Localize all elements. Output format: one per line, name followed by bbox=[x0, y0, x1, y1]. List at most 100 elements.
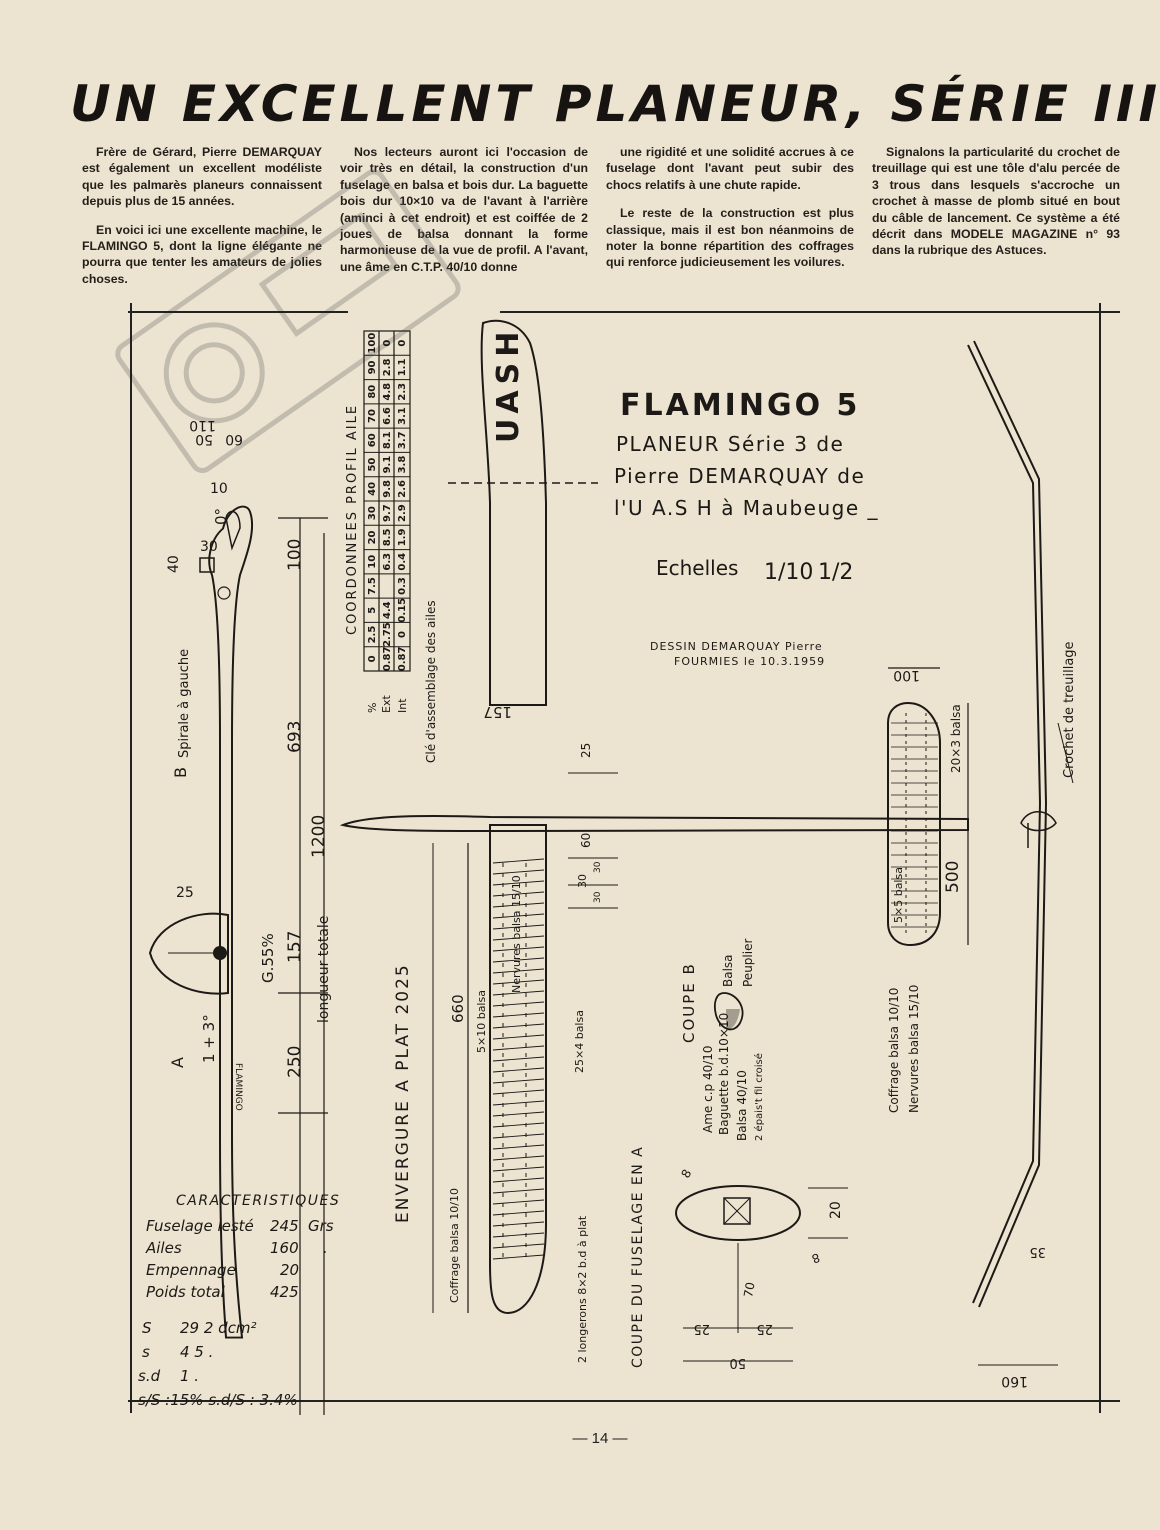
section-b-balsa: Balsa bbox=[721, 954, 735, 987]
dim-30: 30 bbox=[200, 539, 218, 555]
half-span-dim: 660 bbox=[449, 994, 467, 1023]
plan-title: FLAMINGO 5 bbox=[620, 388, 860, 423]
section-a-dim-50: 50 bbox=[729, 1355, 746, 1370]
paragraph: Le reste de la construction est plus cla… bbox=[606, 206, 854, 270]
scale-1: 1/10 bbox=[764, 560, 813, 585]
wing-rib bbox=[492, 1111, 545, 1117]
paragraph: Frère de Gérard, Pierre DEMARQUAY est ég… bbox=[82, 145, 322, 209]
dim-110: 110 bbox=[189, 417, 216, 433]
front-dim-160: 160 bbox=[1001, 1373, 1028, 1389]
table-cell: 1.1 bbox=[397, 359, 408, 377]
wing-rib bbox=[492, 1122, 545, 1128]
stab-span-dim: 500 bbox=[943, 861, 963, 893]
table-cell: 3.8 bbox=[397, 456, 408, 474]
section-a-dim-25b: 25 bbox=[756, 1321, 773, 1336]
ribs-label: Nervures balsa 15/10 bbox=[510, 875, 523, 993]
stab-sheeting-label: Coffrage balsa 10/10 bbox=[887, 988, 901, 1113]
headline: UN EXCELLENT PLANEUR, SÉRIE III bbox=[70, 75, 1160, 133]
wing-dimension-lines bbox=[432, 772, 618, 1313]
table-cell: 40 bbox=[367, 482, 378, 496]
section-b-title: COUPE B bbox=[680, 962, 698, 1043]
table-cell: 0.4 bbox=[397, 553, 408, 571]
dim-25: 25 bbox=[176, 885, 194, 901]
wing-rib bbox=[492, 1001, 545, 1007]
char-label: Empennage bbox=[146, 1261, 236, 1279]
paragraph: En voici ici une excellente machine, le … bbox=[82, 222, 322, 286]
wing-rib bbox=[492, 924, 545, 930]
fuselage-drawing bbox=[148, 505, 254, 1339]
wing-dim-30a: 30 bbox=[576, 874, 589, 888]
table-cell: 0 bbox=[397, 631, 408, 638]
section-a-dim-20: 20 bbox=[828, 1201, 844, 1219]
page-number: — 14 — bbox=[572, 1430, 628, 1447]
fuselage-labels: 110 50 60 10 30 40 0° 100 693 1200 157 2… bbox=[166, 417, 332, 1111]
stabilizer-labels: 100 500 20×3 balsa 5×5 balsa Coffrage ba… bbox=[887, 667, 963, 1113]
front-view-drawing bbox=[967, 340, 1074, 1366]
incidence-label: 0° bbox=[212, 508, 230, 525]
table-cell: 0.15 bbox=[397, 598, 408, 623]
section-a-core: Ame c.p 40/10 bbox=[701, 1045, 715, 1133]
credit-line-2: FOURMIES le 10.3.1959 bbox=[674, 655, 825, 668]
wing-rib bbox=[492, 1078, 545, 1084]
paragraph: une rigidité et une solidité accrues à c… bbox=[606, 145, 854, 192]
wing-key-label: Clé d'assemblage des ailes bbox=[424, 600, 438, 763]
wing-rib bbox=[492, 1034, 545, 1040]
wing-rib bbox=[492, 1188, 545, 1194]
dim-60: 60 bbox=[225, 431, 243, 447]
section-b-peuplier: Peuplier bbox=[741, 939, 755, 987]
paragraph: Signalons la particularité du crochet de… bbox=[872, 145, 1120, 258]
dim-50: 50 bbox=[195, 431, 213, 447]
table-cell: 0.3 bbox=[397, 577, 408, 595]
wing-rib bbox=[492, 968, 545, 974]
row-label-int: Int bbox=[396, 698, 409, 713]
stab-chord-dim: 100 bbox=[893, 667, 920, 683]
wing-labels: UASH 157 Clé d'assemblage des ailes ENVE… bbox=[393, 326, 603, 1363]
surface-label: S bbox=[142, 1319, 152, 1337]
section-a-stick: Baguette b.d.10×10 bbox=[717, 1013, 731, 1135]
dim-157: 157 bbox=[285, 931, 305, 963]
table-cell: 100 bbox=[367, 333, 378, 354]
section-a-balsa: Balsa 40/10 bbox=[735, 1070, 749, 1141]
front-dim-35: 35 bbox=[1029, 1244, 1046, 1259]
wing-rib bbox=[492, 1166, 545, 1172]
wing-rib bbox=[492, 1210, 545, 1216]
scale-2: 1/2 bbox=[818, 560, 853, 585]
wing-rib bbox=[492, 1089, 545, 1095]
table-cell: 0 bbox=[397, 340, 408, 347]
wing-rib bbox=[492, 1012, 545, 1018]
char-label: Ailes bbox=[145, 1239, 182, 1257]
wing-dim-30b: 30 bbox=[593, 861, 603, 873]
stabilizer-drawing bbox=[887, 667, 969, 947]
stab-spar-label: 20×3 balsa bbox=[949, 704, 963, 773]
surface-value: 29 2 dcm² bbox=[180, 1319, 257, 1337]
row-label-ext: Ext bbox=[380, 695, 393, 713]
section-a-dim-25a: 25 bbox=[693, 1321, 710, 1336]
text-column-1: Frère de Gérard, Pierre DEMARQUAY est ég… bbox=[82, 144, 322, 299]
char-unit: . bbox=[323, 1239, 328, 1257]
table-cell: 2.75 bbox=[382, 622, 393, 647]
tail-incidence: 1 + 3° bbox=[200, 1014, 218, 1063]
wing-rib bbox=[492, 957, 545, 963]
text-column-2: Nos lecteurs auront ici l'occasion de vo… bbox=[340, 144, 588, 287]
wing-rib bbox=[492, 1199, 545, 1205]
section-a-dim-8b: 8 bbox=[810, 1250, 822, 1266]
table-cell: 2.9 bbox=[397, 504, 408, 522]
table-cell: 3.7 bbox=[397, 431, 408, 449]
char-value: 20 bbox=[280, 1261, 299, 1279]
section-a-radius: 70 bbox=[741, 1281, 757, 1298]
char-value: 425 bbox=[270, 1283, 299, 1301]
table-cell: 1.9 bbox=[397, 529, 408, 547]
plan-subtitle-3: l'U A.S H à Maubeuge _ bbox=[614, 496, 879, 520]
section-a-dim-8a: 8 bbox=[678, 1167, 694, 1181]
surface-value: 4 5 . bbox=[180, 1343, 213, 1361]
wing-rib bbox=[492, 869, 545, 875]
scales-label: Echelles bbox=[656, 556, 738, 580]
table-cell: 4.8 bbox=[382, 383, 393, 401]
stab-le-label: 5×5 balsa bbox=[892, 867, 905, 923]
table-cell: 7.5 bbox=[367, 577, 378, 595]
front-view-labels: Crochet de treuillage 35 160 bbox=[1001, 641, 1077, 1389]
surface-label: s bbox=[142, 1343, 150, 1361]
section-a-title: COUPE DU FUSELAGE EN A bbox=[630, 1146, 646, 1368]
wing-rib bbox=[492, 913, 545, 919]
profile-table: 02.557.51020304050607080901000.872.754.4… bbox=[345, 330, 411, 713]
